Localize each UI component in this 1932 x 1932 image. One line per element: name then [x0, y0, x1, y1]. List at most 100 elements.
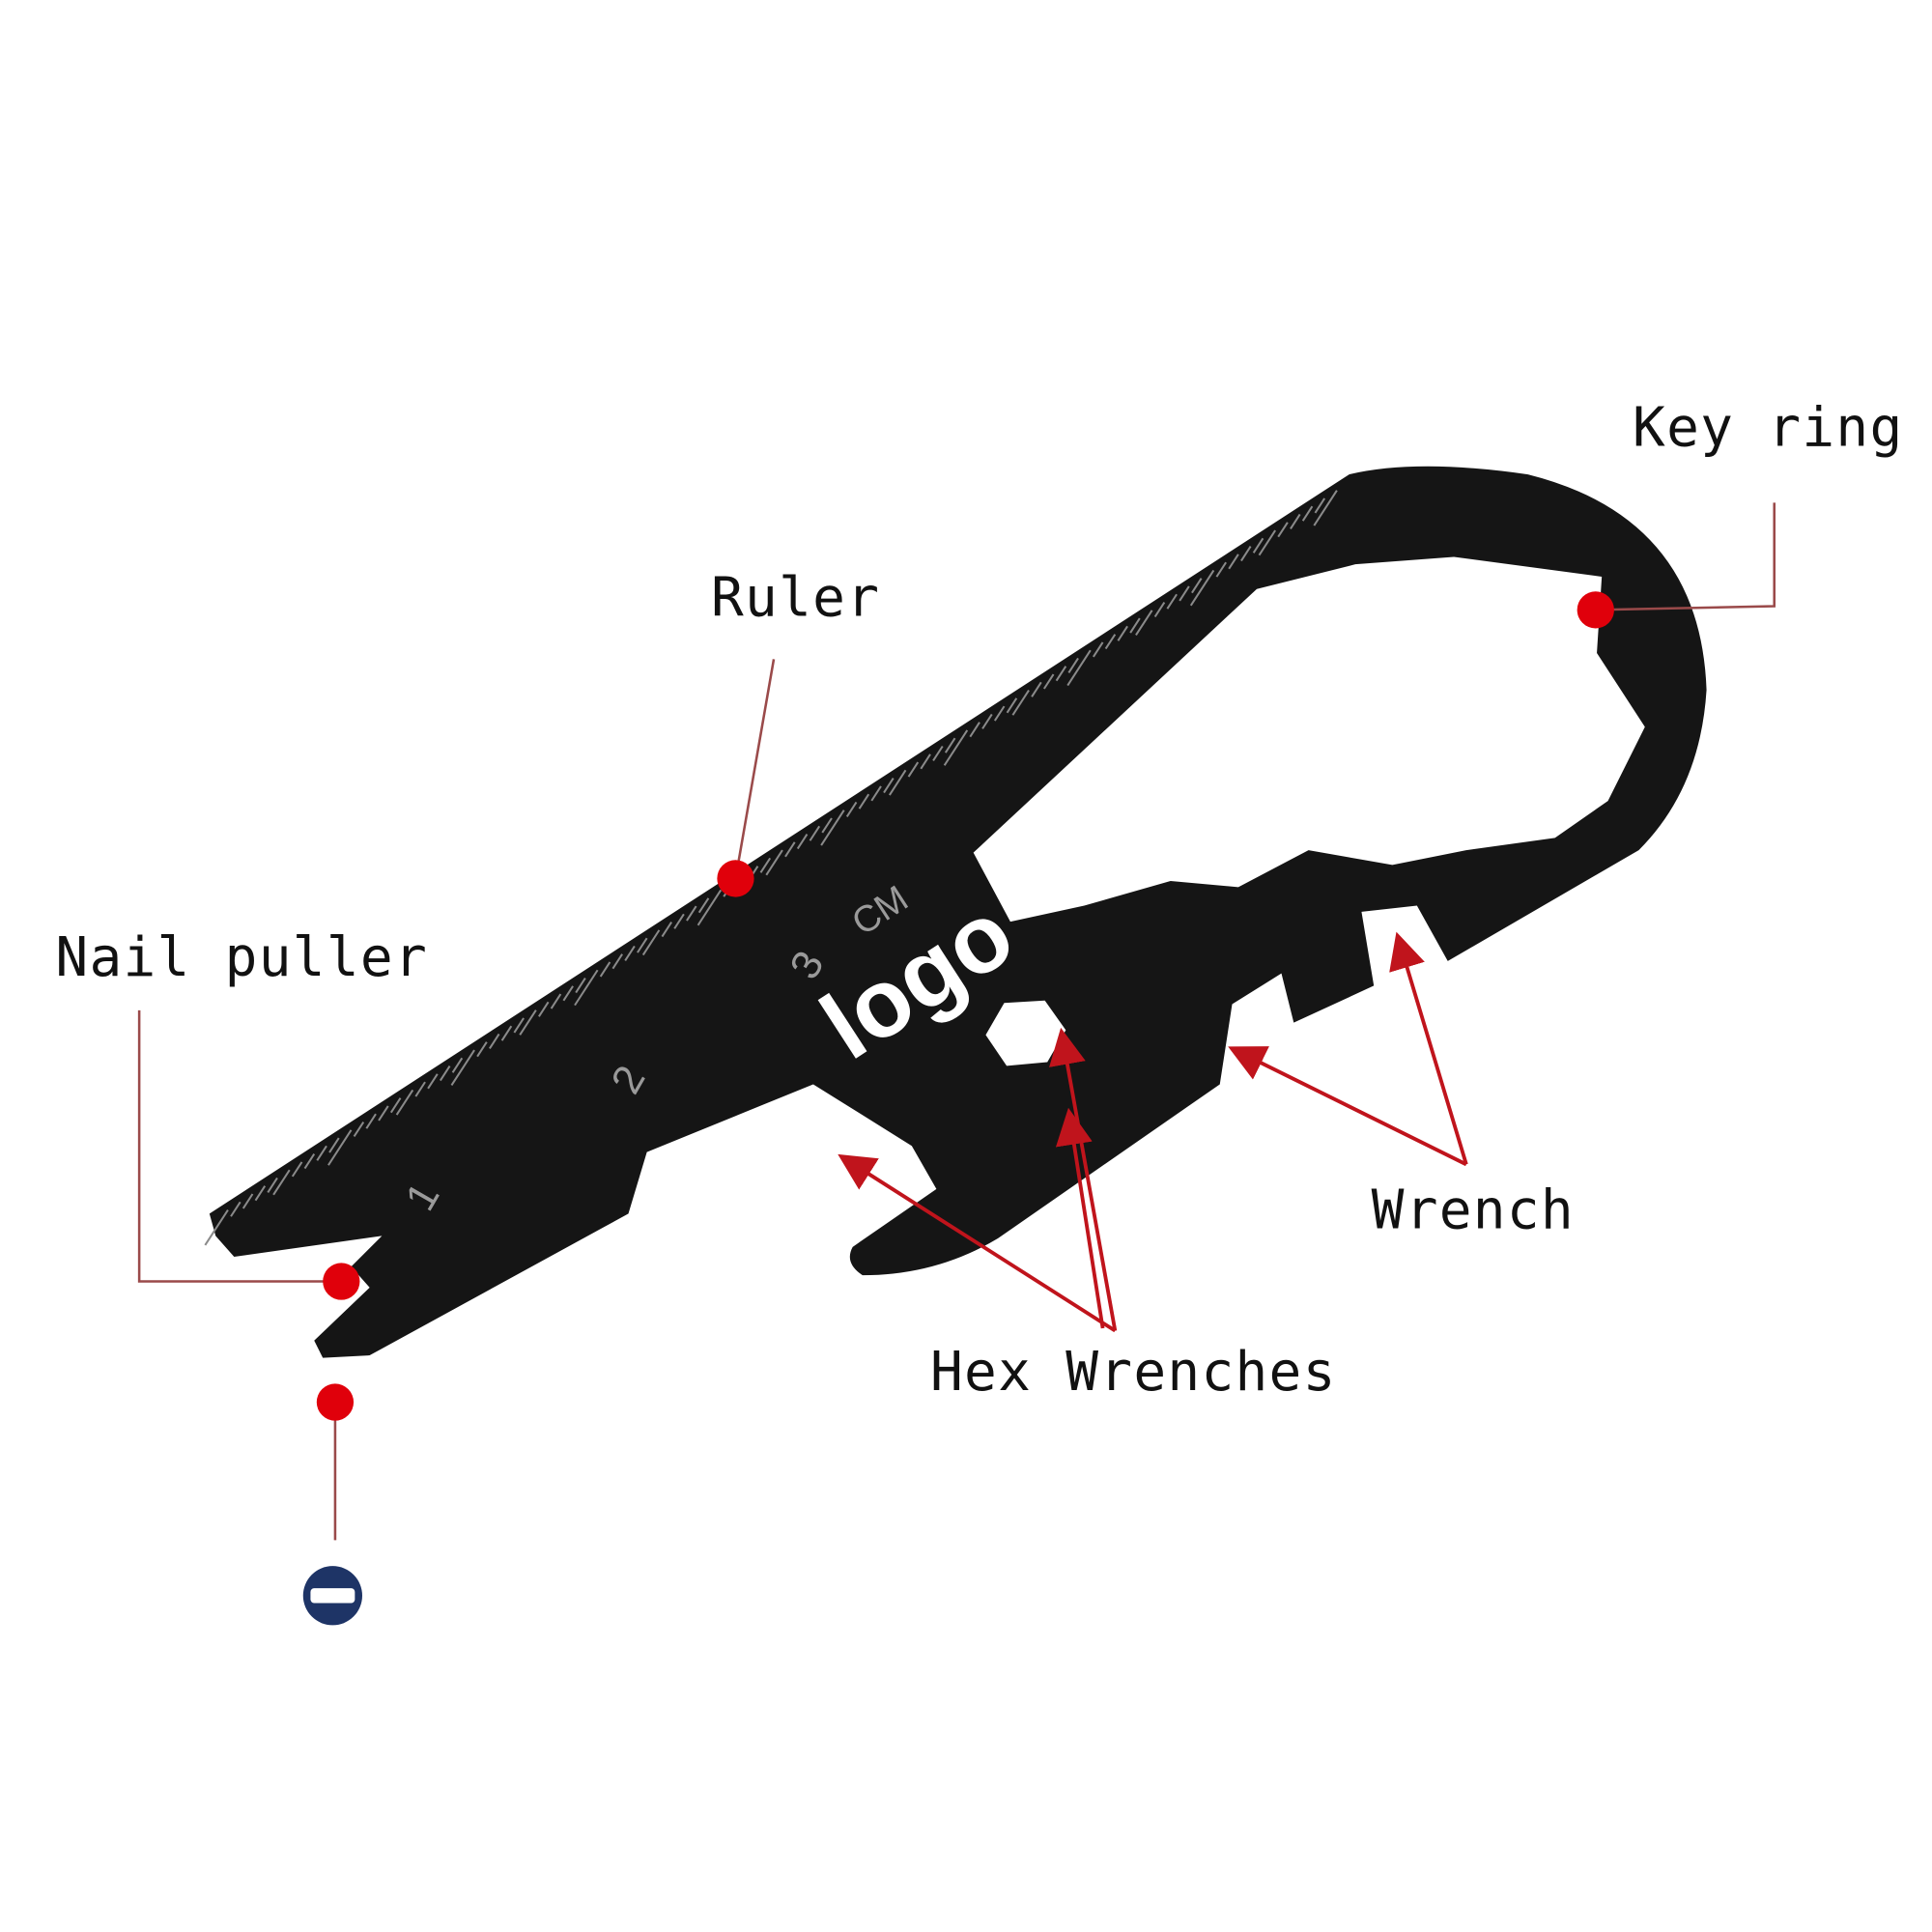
- ruler-tick: [907, 761, 920, 778]
- ruler-tick: [969, 722, 980, 738]
- ruler-tick: [809, 825, 821, 841]
- ruler-tick: [267, 1177, 278, 1193]
- ruler-tick: [759, 857, 772, 873]
- ruler-tick: [272, 1169, 291, 1196]
- ruler-tick: [519, 1009, 537, 1036]
- ruler-tick: [1290, 513, 1301, 530]
- ruler-tick: [291, 1161, 303, 1178]
- ruler-tick: [641, 929, 661, 956]
- ruler-tick: [365, 1113, 377, 1129]
- ruler-tick: [1314, 497, 1326, 514]
- ruler-tick: [204, 1208, 229, 1246]
- ruler-tick: [784, 841, 796, 858]
- ruler-tick: [574, 969, 599, 1007]
- key-ring-label: Key ring: [1633, 397, 1903, 460]
- hex-arrow-2: [838, 1153, 1117, 1333]
- ruler-tick: [1093, 641, 1104, 658]
- ruler-tick: [1313, 490, 1338, 526]
- ruler-tick: [1215, 561, 1227, 578]
- ruler-tick: [1104, 634, 1117, 650]
- ruler-tick: [920, 753, 931, 770]
- ruler-marker: [717, 860, 754, 897]
- ruler-tick: [414, 1081, 426, 1097]
- ruler-tick: [1228, 554, 1239, 570]
- ruler-tick: [765, 849, 783, 876]
- ruler-tick: [697, 897, 710, 914]
- ruler-tick: [1166, 593, 1178, 610]
- ruler-tick: [1135, 610, 1153, 637]
- ruler-tick: [328, 1137, 340, 1153]
- ruler-tick: [489, 1033, 500, 1050]
- ruler-tick: [673, 913, 685, 929]
- ruler-tick: [1153, 601, 1166, 618]
- hex-hole: [985, 1000, 1066, 1066]
- ruler-tick: [858, 793, 870, 810]
- ruler-tick: [611, 953, 623, 970]
- ruler-tick: [562, 985, 574, 1002]
- ruler-tick: [1277, 522, 1289, 538]
- ruler-tick: [932, 745, 944, 762]
- hex-wrenches-label: Hex Wrenches: [930, 1341, 1337, 1404]
- nail-puller-marker: [323, 1263, 360, 1300]
- ruler-tick: [1252, 537, 1264, 554]
- ruler-tick: [1055, 666, 1067, 682]
- flat-screwdriver-icon: [302, 1566, 362, 1626]
- key-ring-leader: [1595, 502, 1776, 611]
- ruler-tick: [1240, 546, 1252, 562]
- ruler-tick: [870, 785, 882, 802]
- nail-puller-leader: [137, 1009, 342, 1283]
- ruler-label: Ruler: [711, 567, 880, 630]
- wrench-arrow-1: [1389, 931, 1468, 1165]
- ruler-tick: [378, 1105, 389, 1122]
- ruler-tick: [242, 1193, 254, 1209]
- ruler-tick: [1067, 657, 1079, 673]
- ruler-tick: [981, 713, 993, 729]
- ruler-tick: [450, 1049, 475, 1086]
- ruler-leader: [734, 659, 776, 879]
- screwdriver-marker: [316, 1383, 355, 1421]
- ruler-tick: [316, 1145, 327, 1161]
- ruler-tick: [993, 705, 1006, 722]
- ruler-tick: [254, 1185, 267, 1202]
- hex-arrow-3: [1055, 1107, 1105, 1329]
- ruler-ticks: [204, 490, 1338, 1246]
- ruler-tick: [1179, 585, 1190, 602]
- ruler-tick: [821, 817, 833, 834]
- ruler-tick: [1258, 529, 1277, 556]
- ruler-tick: [820, 810, 845, 846]
- ruler-tick: [439, 1065, 451, 1082]
- ruler-tick: [353, 1121, 365, 1138]
- ruler-tick: [476, 1041, 488, 1058]
- ruler-tick: [624, 945, 636, 961]
- ruler-tick: [944, 737, 956, 753]
- ruler-tick: [327, 1129, 353, 1166]
- ruler-tick: [1031, 681, 1042, 697]
- multitool-body: [209, 466, 1707, 1358]
- wrench-arrow-2: [1228, 1046, 1467, 1167]
- ruler-tick: [1042, 673, 1055, 690]
- ruler-tick: [538, 1001, 550, 1017]
- ruler-tick: [513, 1017, 525, 1034]
- wrench-label: Wrench: [1372, 1179, 1575, 1242]
- ruler-tick: [845, 801, 858, 817]
- ruler-tick: [230, 1201, 242, 1217]
- ruler-tick: [427, 1073, 439, 1090]
- ruler-tick: [696, 889, 723, 926]
- ruler-tick: [1011, 690, 1030, 716]
- nail-puller-label: Nail puller: [55, 926, 428, 989]
- ruler-tick: [1006, 697, 1018, 714]
- hex-arrow-1: [1049, 1027, 1118, 1331]
- ruler-tick: [796, 833, 809, 850]
- ruler-tick: [575, 977, 586, 994]
- ruler-tick: [550, 993, 562, 1009]
- ruler-tick: [943, 729, 969, 766]
- ruler-tick: [1066, 649, 1092, 687]
- ruler-tick: [661, 922, 673, 938]
- ruler-tick: [888, 769, 907, 796]
- ruler-tick: [1117, 625, 1128, 641]
- ruler-tick: [303, 1153, 316, 1170]
- ruler-tick: [1191, 578, 1203, 594]
- ruler-tick: [599, 961, 611, 978]
- ruler-tick: [637, 937, 648, 953]
